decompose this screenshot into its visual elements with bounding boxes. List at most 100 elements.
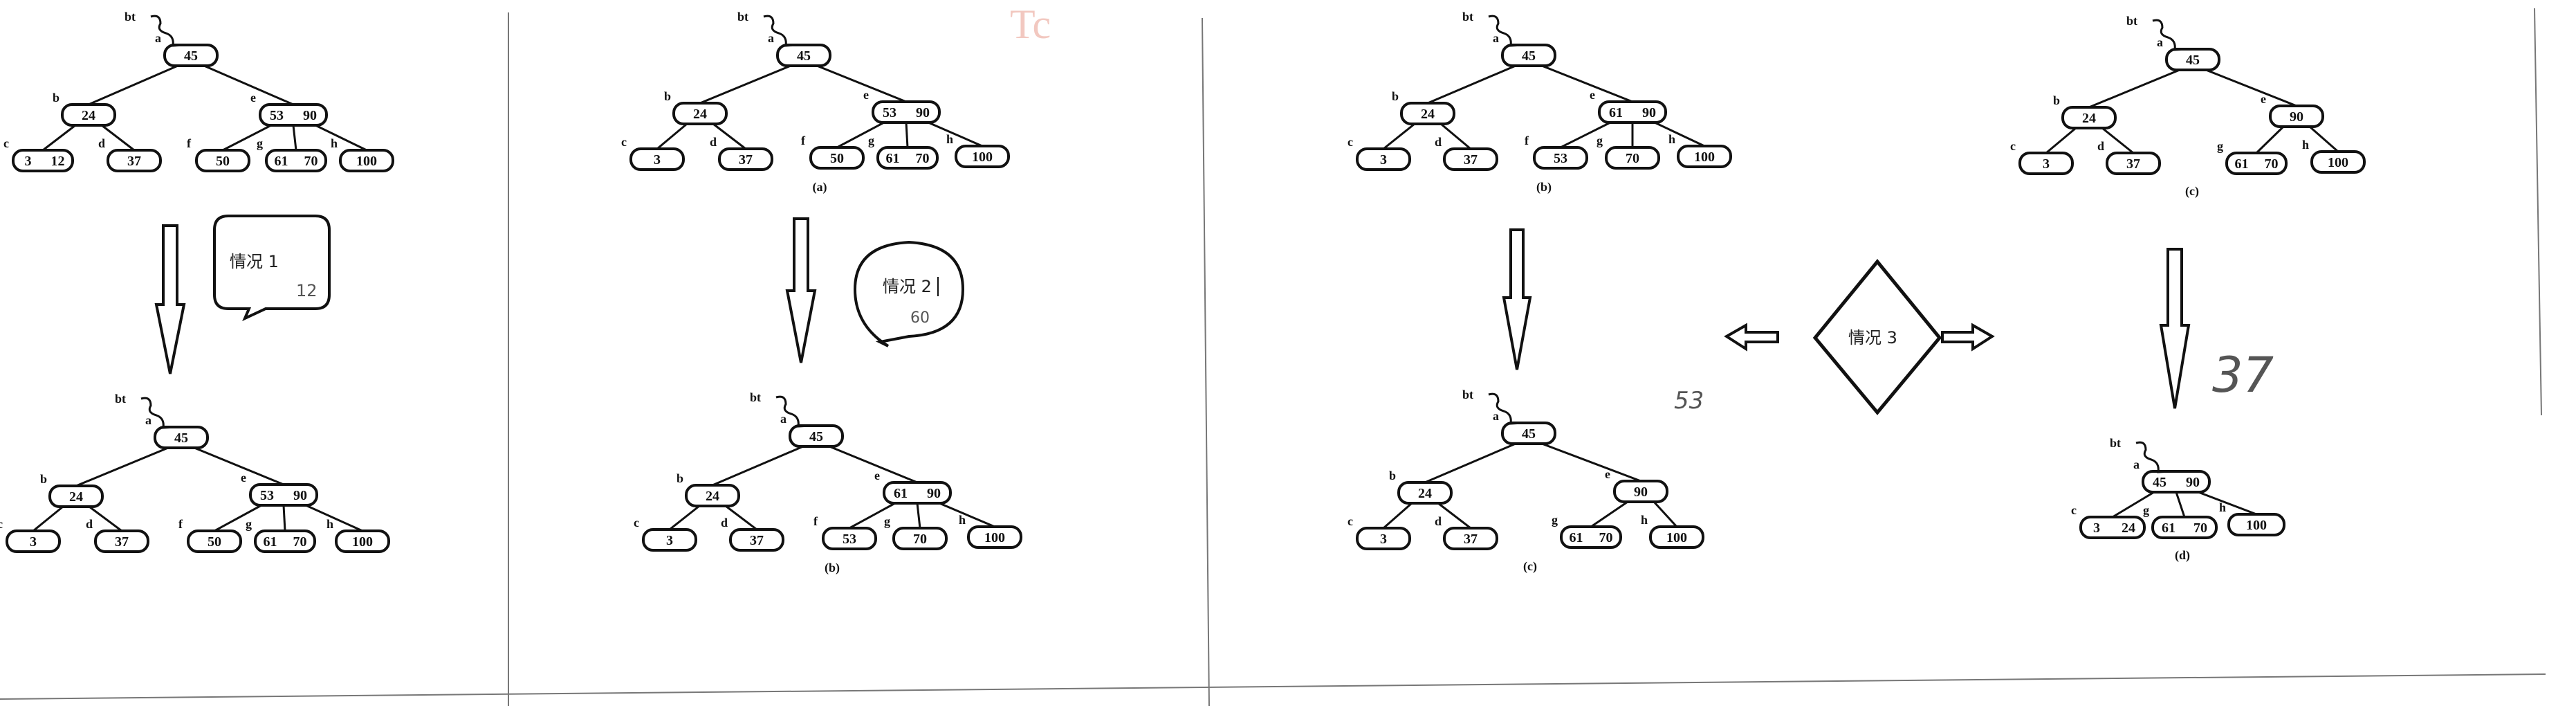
node-key: 45 — [1522, 426, 1536, 442]
tree-node-f: 53f — [813, 514, 877, 550]
node-key: 45 — [2153, 475, 2166, 490]
node-letter: b — [664, 89, 671, 103]
node-letter: c — [621, 135, 627, 149]
tree-node-c: 3c — [1347, 514, 1411, 550]
left-arrow-icon — [1724, 323, 1779, 352]
tree-edge — [656, 123, 688, 150]
tree-node-c: 3c — [1347, 135, 1411, 171]
tree-node-b: 24b — [1389, 469, 1453, 505]
node-letter: e — [241, 471, 246, 485]
node-letter: d — [98, 136, 105, 150]
bt-pointer — [150, 15, 186, 47]
node-key: 100 — [984, 530, 1005, 545]
tree-edge — [282, 505, 286, 532]
tree-edge — [2045, 127, 2077, 154]
node-key: 100 — [352, 534, 373, 550]
node-letter: f — [187, 136, 192, 150]
tree-node-d: 37d — [1435, 514, 1498, 550]
node-letter: b — [53, 91, 59, 105]
tree-node-f: 50f — [187, 136, 250, 172]
node-letter: a — [768, 31, 774, 45]
bottom-rule — [0, 673, 2546, 700]
node-key: 45 — [1522, 48, 1536, 64]
handwritten-53: 53 — [1674, 387, 1704, 415]
node-key: 70 — [1599, 530, 1613, 545]
node-key: 45 — [184, 48, 198, 64]
node-letter: f — [178, 517, 183, 531]
tree-edge — [42, 124, 76, 152]
bt-label: bt — [737, 10, 748, 24]
node-letter: c — [1347, 514, 1353, 528]
tree-edge — [916, 503, 921, 529]
tree-node-f: 50f — [178, 517, 242, 553]
node-key: 61 — [894, 486, 908, 501]
node-key: 90 — [1642, 105, 1656, 120]
node-key: 53 — [260, 488, 274, 503]
node-key: 3 — [30, 534, 37, 550]
panel-caption: (b) — [825, 561, 840, 575]
node-key: 100 — [1694, 150, 1715, 165]
node-letter: c — [0, 517, 3, 531]
node-letter: d — [710, 135, 717, 149]
tree-edge — [1560, 121, 1611, 149]
tree-edge — [305, 504, 363, 532]
tree-edge — [928, 121, 983, 147]
node-key: 37 — [739, 152, 753, 168]
tree-edge — [194, 446, 284, 486]
node-letter: e — [874, 469, 880, 482]
node-key: 61 — [2162, 521, 2175, 536]
bt-label: bt — [125, 10, 136, 24]
tree-edge — [2112, 491, 2155, 518]
callout-case3-label: 情况 3 — [1848, 328, 1897, 347]
node-key: 24 — [2122, 521, 2135, 536]
node-letter: h — [1668, 132, 1675, 146]
callout-case2-label: 情况 2 — [883, 277, 932, 296]
tree-node-b: 24b — [677, 471, 740, 507]
tree-edge — [2309, 125, 2339, 153]
bt-label: bt — [115, 392, 126, 406]
node-letter: h — [946, 132, 953, 146]
bt-pointer — [775, 395, 811, 428]
node-letter: a — [155, 31, 161, 45]
node-key: 90 — [916, 105, 930, 120]
node-letter: c — [2010, 139, 2016, 153]
tree-edge — [292, 125, 297, 151]
node-letter: d — [86, 517, 93, 531]
node-key: 90 — [2290, 109, 2303, 125]
tree-node-c: 3c — [2010, 139, 2074, 175]
node-letter: g — [246, 517, 252, 531]
node-key: 3 — [2093, 521, 2100, 536]
tree-edge — [849, 502, 896, 530]
tree-node-a: 45a — [780, 412, 844, 448]
tree-edge — [33, 505, 64, 532]
node-key: 45 — [174, 431, 188, 446]
node-letter: c — [634, 516, 639, 530]
node-letter: d — [1435, 135, 1442, 149]
bt-label: bt — [2126, 14, 2137, 28]
node-key: 24 — [1418, 486, 1432, 501]
handwritten-12: 12 — [296, 281, 318, 300]
bt-label: bt — [750, 390, 761, 404]
node-key: 37 — [115, 534, 129, 550]
node-letter: h — [1641, 513, 1648, 527]
node-letter: c — [3, 136, 9, 150]
node-key: 90 — [1634, 485, 1648, 500]
node-key: 3 — [1380, 532, 1387, 547]
handwritten-37: 37 — [2212, 347, 2274, 404]
node-key: 53 — [843, 532, 856, 547]
tree-edge — [101, 124, 135, 152]
